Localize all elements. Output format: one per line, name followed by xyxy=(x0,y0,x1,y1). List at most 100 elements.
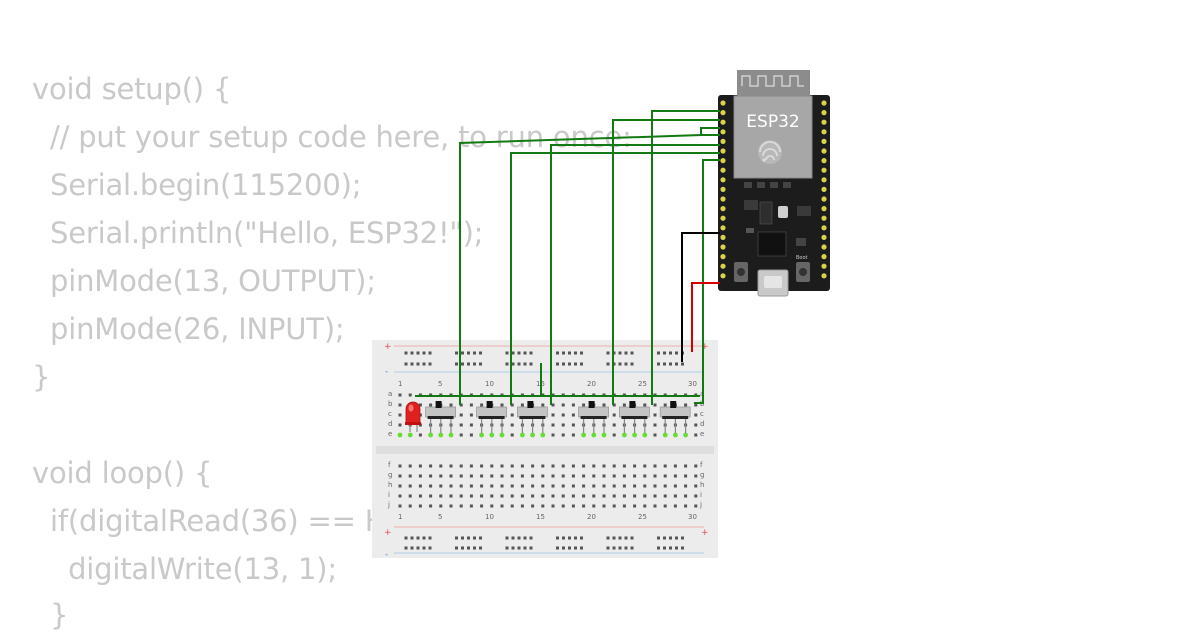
hole xyxy=(582,474,586,478)
rail-hole xyxy=(675,351,678,355)
highlighted-pin xyxy=(662,432,668,438)
hole xyxy=(653,504,657,508)
esp32-pin-left xyxy=(720,254,726,260)
code-line-3[interactable]: Serial.begin(115200); xyxy=(32,168,362,202)
switch-base xyxy=(621,416,648,419)
hole xyxy=(531,474,535,478)
switch-base xyxy=(478,416,505,419)
highlighted-pin xyxy=(499,432,505,438)
rail-hole xyxy=(473,351,476,355)
code-line-2[interactable]: // put your setup code here, to run once… xyxy=(32,120,632,154)
code-line-6[interactable]: pinMode(26, INPUT); xyxy=(32,312,345,346)
code-line-9[interactable]: void loop() { xyxy=(32,456,213,490)
hole xyxy=(602,403,606,407)
row-letter: c xyxy=(700,410,704,418)
rail-hole xyxy=(657,546,660,550)
hole xyxy=(469,504,473,508)
hole xyxy=(429,464,433,468)
hole xyxy=(520,494,524,498)
slide-switches[interactable] xyxy=(425,401,691,433)
hole xyxy=(551,484,555,488)
breadboard[interactable]: + - + + - + 1 5 10 15 20 25 30 1 5 10 15… xyxy=(372,340,718,560)
rail-hole xyxy=(618,536,622,540)
wire-signal-6[interactable] xyxy=(694,159,720,404)
switch-lever[interactable] xyxy=(486,401,493,408)
breadboard-channel xyxy=(376,446,714,454)
slide-switch[interactable] xyxy=(425,401,457,433)
rail-hole xyxy=(479,546,482,550)
row-letter: d xyxy=(700,420,704,428)
smd-component xyxy=(796,238,806,246)
hole xyxy=(582,403,586,407)
esp32-pin-left xyxy=(720,273,726,279)
switch-lever[interactable] xyxy=(588,401,595,408)
code-line-4[interactable]: Serial.println("Hello, ESP32!"); xyxy=(32,216,484,250)
hole xyxy=(571,403,575,407)
rail-hole xyxy=(505,536,509,540)
switch-lever[interactable] xyxy=(629,401,636,408)
switch-lever[interactable] xyxy=(527,401,534,408)
hole xyxy=(694,433,698,437)
rail-hole xyxy=(663,536,666,540)
highlighted-pin xyxy=(489,432,495,438)
slide-switch[interactable] xyxy=(619,401,650,433)
hole xyxy=(622,494,626,498)
rail-hole xyxy=(404,362,408,366)
code-line-12[interactable]: } xyxy=(32,598,69,632)
hole xyxy=(408,494,412,498)
code-line-5[interactable]: pinMode(13, OUTPUT); xyxy=(32,264,376,298)
wire-signal-4[interactable] xyxy=(550,144,720,405)
esp32-pin-right xyxy=(821,100,827,106)
hole xyxy=(653,464,657,468)
switch-lever[interactable] xyxy=(435,401,442,408)
hole xyxy=(510,474,514,478)
red-led[interactable] xyxy=(405,401,421,432)
wire-signal-5[interactable] xyxy=(510,152,720,405)
boot-button-cap xyxy=(799,268,807,276)
wires[interactable] xyxy=(415,110,720,405)
hole xyxy=(602,494,606,498)
led-indicator xyxy=(778,206,788,218)
rail-hole xyxy=(669,351,672,355)
esp32-pin-right xyxy=(821,234,827,240)
hole xyxy=(571,504,575,508)
hole xyxy=(459,413,463,417)
hole xyxy=(622,504,626,508)
slide-switch[interactable] xyxy=(659,401,691,433)
rail-hole xyxy=(511,351,515,355)
slide-switch[interactable] xyxy=(476,401,508,433)
wire-signal-2[interactable] xyxy=(612,119,720,405)
hole xyxy=(469,423,473,427)
hole xyxy=(694,403,698,407)
wire-gnd[interactable] xyxy=(681,232,720,362)
rail-hole xyxy=(574,362,577,366)
hole xyxy=(561,403,565,407)
code-line-7[interactable]: } xyxy=(32,360,51,394)
row-letter: g xyxy=(700,471,704,479)
slide-switch[interactable] xyxy=(578,401,609,433)
rail-hole xyxy=(556,536,559,540)
column-numbers-bottom: 1 5 10 15 20 25 30 xyxy=(398,513,697,521)
esp32-pin-left xyxy=(720,244,726,250)
rail-hole xyxy=(505,351,509,355)
hole xyxy=(643,403,647,407)
wire-signal-1[interactable] xyxy=(651,110,720,405)
rail-hole xyxy=(618,351,622,355)
hole xyxy=(602,504,606,508)
hole xyxy=(653,494,657,498)
code-line-1[interactable]: void setup() { xyxy=(32,72,232,106)
esp32-board[interactable]: ESP32 Boot xyxy=(718,70,830,297)
code-line-11[interactable]: digitalWrite(13, 1); xyxy=(32,552,337,586)
switch-body xyxy=(476,406,508,418)
antenna-trace-icon xyxy=(741,75,804,87)
switch-lever[interactable] xyxy=(670,401,677,408)
hole xyxy=(612,484,616,488)
hole xyxy=(694,484,698,488)
hole xyxy=(663,504,667,508)
slide-switch[interactable] xyxy=(517,401,548,433)
wire-power[interactable] xyxy=(691,282,720,352)
col-number: 20 xyxy=(587,380,596,388)
rail-hole xyxy=(675,536,678,540)
